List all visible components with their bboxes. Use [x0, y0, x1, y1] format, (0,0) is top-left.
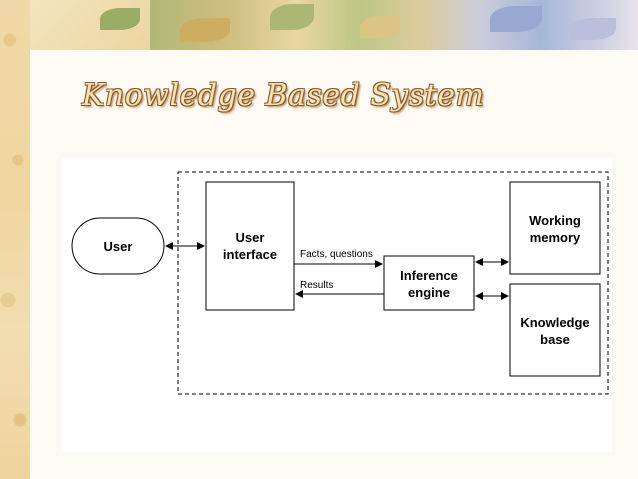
kbs-diagram: User User interface Inference engine Wor…	[71, 171, 609, 395]
leaf-decoration	[100, 8, 140, 30]
user-interface-node	[205, 181, 295, 311]
user-label: User	[104, 239, 133, 254]
leaf-decoration	[490, 6, 542, 32]
working-memory-node	[509, 181, 601, 275]
user-interface-label-1: User	[236, 230, 265, 245]
edge-results-label: Results	[300, 280, 333, 291]
diagram-canvas: User User interface Inference engine Wor…	[62, 158, 612, 452]
working-memory-label-1: Working	[529, 213, 581, 228]
edge-facts-questions-label: Facts, questions	[300, 249, 373, 260]
slide-title: Knowledge Based System	[82, 78, 485, 113]
user-interface-label-2: interface	[223, 247, 277, 262]
inference-engine-node	[383, 255, 475, 311]
decorative-left-strip	[0, 0, 30, 479]
system-boundary	[177, 171, 609, 395]
leaf-decoration	[570, 18, 616, 40]
decorative-banner	[30, 0, 638, 50]
knowledge-base-label-2: base	[540, 332, 570, 347]
leaf-decoration	[360, 16, 400, 38]
working-memory-label-2: memory	[530, 230, 581, 245]
knowledge-base-node	[509, 283, 601, 377]
inference-engine-label-2: engine	[408, 285, 450, 300]
user-node	[71, 217, 165, 275]
inference-engine-label-1: Inference	[400, 268, 458, 283]
leaf-decoration	[180, 18, 230, 42]
knowledge-base-label-1: Knowledge	[520, 315, 589, 330]
leaf-decoration	[270, 4, 314, 30]
